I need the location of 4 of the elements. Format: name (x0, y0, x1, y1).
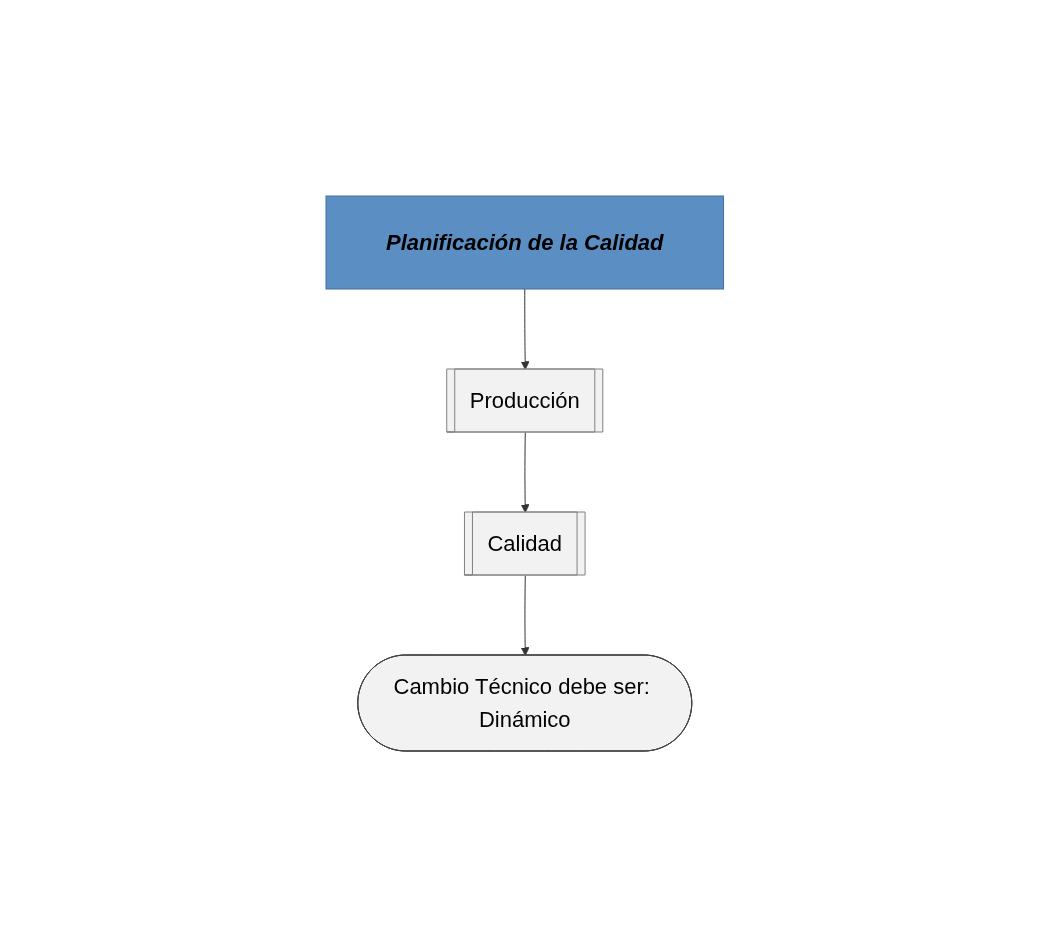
arrow (521, 432, 530, 513)
node-box: Planificación de la Calidad (325, 195, 725, 290)
arrow (521, 288, 530, 370)
arrow (521, 575, 530, 656)
